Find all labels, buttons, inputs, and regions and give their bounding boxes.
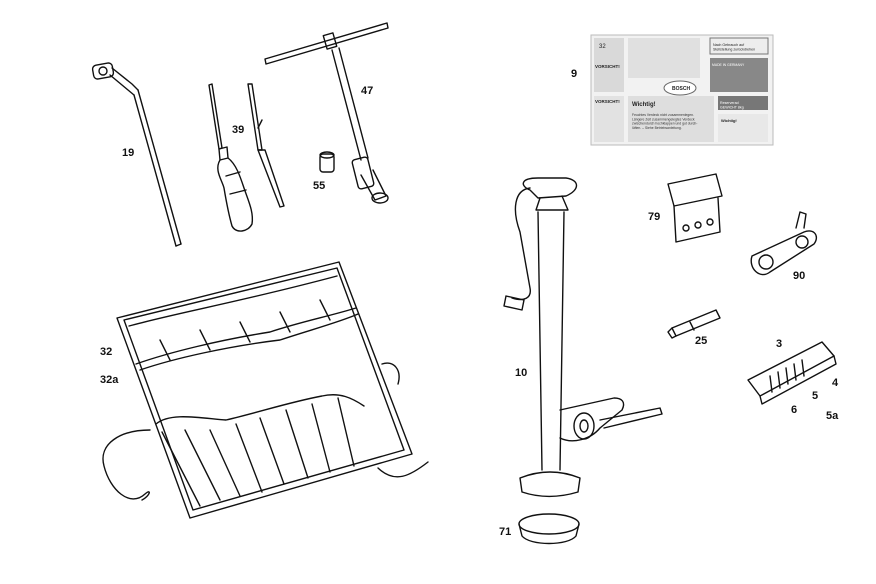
callout-55: 55 — [313, 180, 326, 192]
bracket-79 — [667, 173, 723, 243]
decal-vorsicht-1: VORSICHT! — [595, 64, 620, 69]
callout-5a: 5a — [826, 410, 839, 422]
callout-25: 25 — [695, 335, 708, 347]
fuse-box-3 — [747, 341, 837, 405]
decal-sheet-9 — [590, 34, 774, 146]
decal-wichtig-text: Feuchtes Verdeck nicht zusammenlegen.Län… — [632, 113, 697, 130]
vehicle-jack-10 — [503, 177, 663, 498]
callout-79: 79 — [648, 211, 661, 223]
callout-6: 6 — [791, 404, 798, 416]
socket-55 — [319, 151, 335, 173]
callout-4: 4 — [832, 377, 839, 389]
decal-made-in: MADE IN GERMANY — [712, 63, 745, 67]
decal-wichtig: Wichtig! — [632, 102, 656, 108]
callout-3: 3 — [776, 338, 783, 350]
t-socket-wrench-47 — [264, 22, 389, 204]
bolt-25 — [667, 309, 721, 339]
callout-71: 71 — [499, 526, 512, 538]
decal-number: 32 — [599, 44, 606, 50]
callout-47: 47 — [361, 85, 374, 97]
callout-32: 32 — [100, 346, 113, 358]
decal-vorsicht-2: VORSICHT! — [595, 99, 620, 104]
callout-32a: 32a — [100, 374, 119, 386]
callout-39: 39 — [232, 124, 245, 136]
callout-5: 5 — [812, 390, 819, 402]
tool-roll-32 — [102, 261, 429, 519]
screwdriver-small-39 — [247, 83, 285, 208]
wheel-wrench-19 — [91, 62, 182, 247]
decal-wichtig-2: Wichtig! — [721, 118, 737, 123]
screwdriver-large-39 — [208, 83, 254, 232]
callout-10: 10 — [515, 367, 528, 379]
key-fob-90 — [750, 211, 818, 276]
ring-71 — [518, 513, 580, 545]
callout-9: 9 — [571, 68, 578, 80]
decal-bosch: BOSCH — [672, 86, 690, 92]
callout-90: 90 — [793, 270, 806, 282]
callout-19: 19 — [122, 147, 135, 159]
